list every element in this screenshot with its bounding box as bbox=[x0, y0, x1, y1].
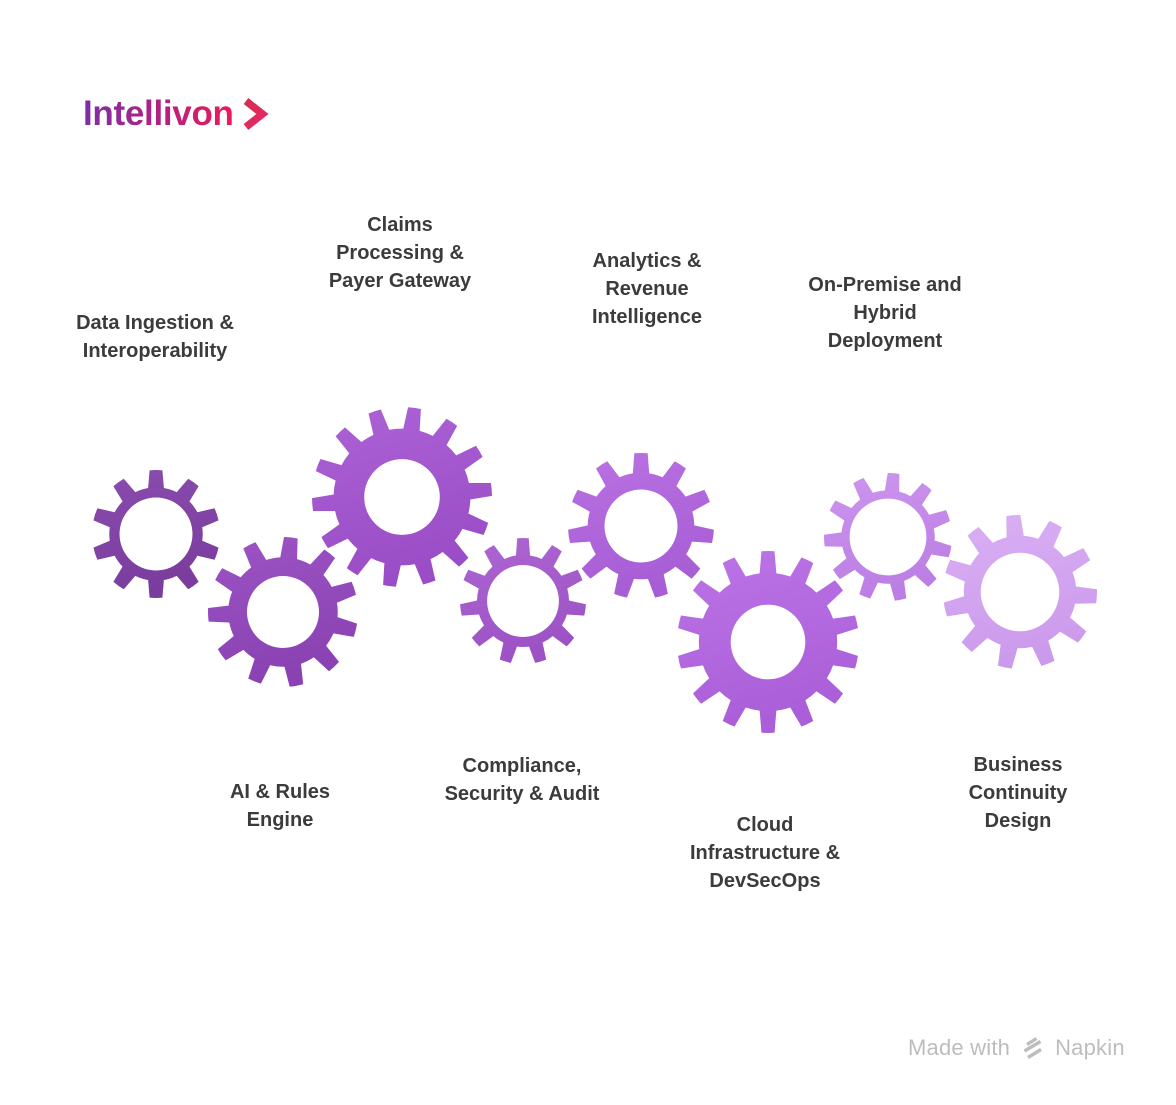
gear-label-compliance-security-audit: Compliance,Security & Audit bbox=[444, 755, 600, 805]
gear-icon-data-ingestion-interoperability bbox=[93, 469, 219, 599]
gear-icon-analytics-revenue-intelligence bbox=[568, 452, 714, 598]
gear-label-data-ingestion-interoperability: Data Ingestion &Interoperability bbox=[76, 312, 234, 362]
napkin-logo-icon bbox=[1023, 1037, 1042, 1059]
made-with-text: Made with bbox=[908, 1034, 1011, 1060]
intellivon-logo-text: Intellivon bbox=[83, 93, 234, 133]
intellivon-logo: Intellivon bbox=[83, 92, 269, 134]
gear-icon-compliance-security-audit bbox=[460, 537, 586, 663]
chevron-right-icon bbox=[243, 98, 269, 130]
gear-icon-on-premise-hybrid-deployment bbox=[823, 472, 952, 601]
gear-icon-business-continuity-design bbox=[943, 514, 1097, 669]
gear-icon-claims-processing-payer-gateway bbox=[312, 407, 492, 587]
gear-icon-cloud-infrastructure-devsecops bbox=[678, 550, 858, 734]
napkin-brand-text: Napkin bbox=[1055, 1034, 1125, 1060]
gear-icon-ai-rules-engine bbox=[208, 537, 358, 687]
made-with-napkin-link[interactable]: Made with Napkin bbox=[908, 1034, 1125, 1061]
